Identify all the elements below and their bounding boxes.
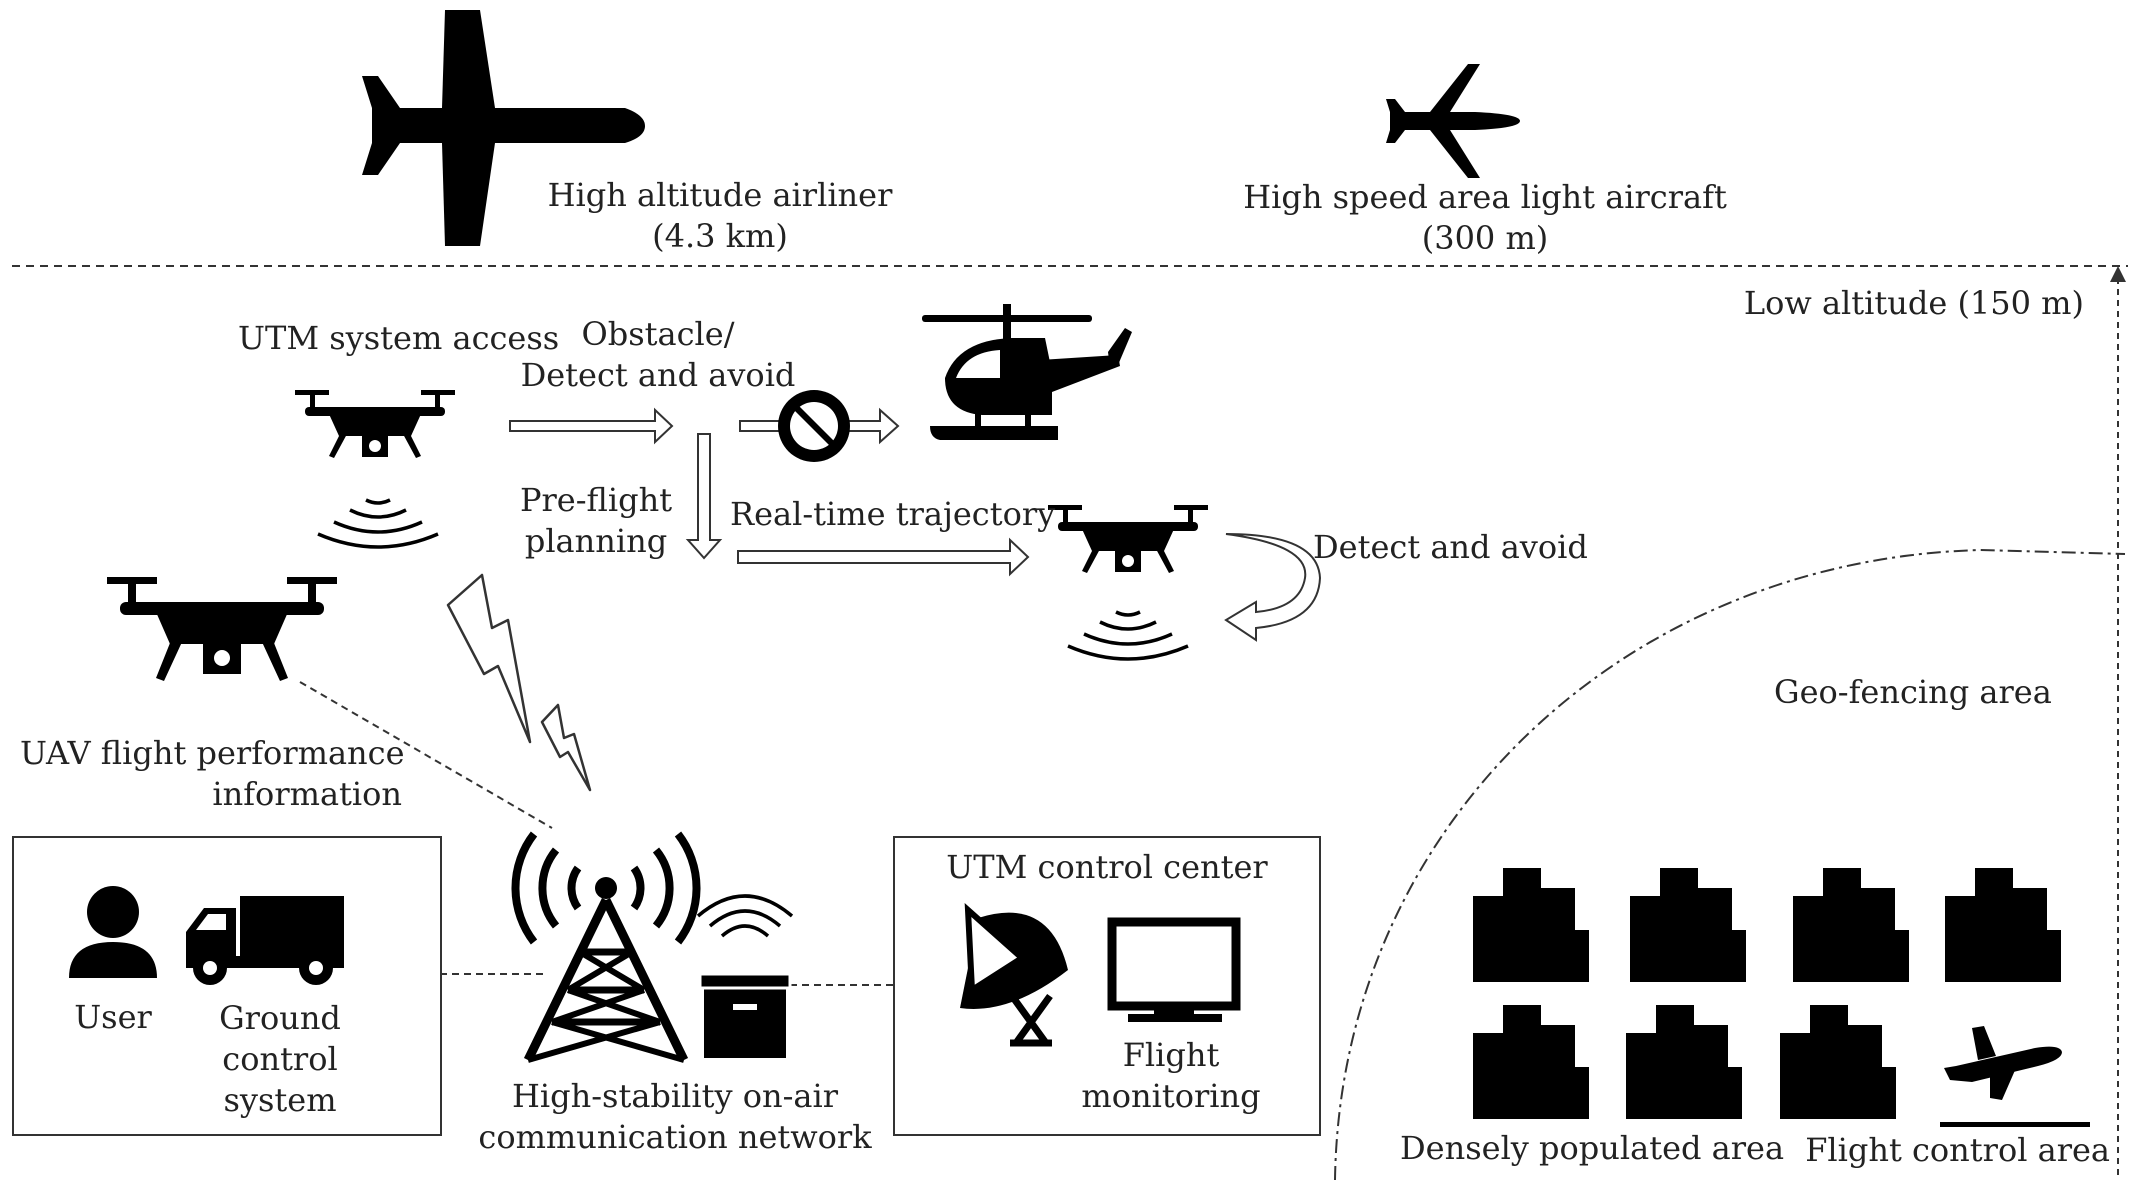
- detect-avoid-label: Detect and avoid: [1313, 528, 1588, 566]
- ground-control-label-line2: control: [222, 1040, 338, 1078]
- airliner-label-altitude: (4.3 km): [652, 217, 788, 255]
- preflight-label-line1: Pre-flight: [519, 481, 673, 519]
- ground-station-box: [12, 836, 442, 1136]
- arrow-to-obstacle: [509, 407, 674, 445]
- monitor-icon: [1107, 917, 1241, 1022]
- user-icon: [69, 886, 157, 978]
- ground-control-label-line3: system: [223, 1081, 337, 1119]
- avoid-curved-arrow: [1224, 533, 1322, 642]
- utm-control-center-label: UTM control center: [946, 848, 1268, 886]
- drone-icon-top: [295, 390, 455, 458]
- drone-icon-large: [107, 577, 337, 681]
- takeoff-plane-icon: [1940, 1026, 2090, 1127]
- utm-control-center-box: [893, 836, 1321, 1136]
- satellite-dish-icon: [960, 903, 1068, 1047]
- densely-populated-label: Densely populated area: [1400, 1129, 1785, 1167]
- flight-control-area-label: Flight control area: [1805, 1131, 2110, 1169]
- ground-control-label-line1: Ground: [219, 999, 341, 1037]
- obstacle-label-line2: Detect and avoid: [520, 356, 796, 394]
- uav-performance-label-line1: UAV flight performance: [20, 734, 405, 772]
- helicopter-icon: [922, 304, 1132, 440]
- utm-access-label: UTM system access: [238, 319, 560, 357]
- signal-waves-right: [1066, 610, 1190, 661]
- flight-monitoring-label-line1: Flight: [1122, 1036, 1220, 1074]
- flight-monitoring-label-line2: monitoring: [1081, 1077, 1261, 1115]
- arrow-preflight-down: [685, 433, 723, 560]
- light-aircraft-label-name: High speed area light aircraft: [1243, 178, 1727, 216]
- arrow-realtime: [737, 537, 1030, 577]
- uav-performance-label-line2: information: [212, 775, 402, 813]
- realtime-trajectory-label: Real-time trajectory: [730, 495, 1056, 533]
- light-aircraft-label-altitude: (300 m): [1421, 219, 1549, 257]
- transceiver-box-icon: [696, 894, 794, 1058]
- lightning-icon: [446, 573, 592, 792]
- airliner-label-name: High altitude airliner: [547, 176, 893, 214]
- preflight-label-line2: planning: [524, 522, 668, 560]
- drone-icon-right: [1048, 505, 1208, 573]
- user-label: User: [74, 998, 152, 1036]
- truck-icon: [186, 896, 344, 985]
- light-aircraft-icon: [1386, 64, 1520, 178]
- radio-tower-icon: [511, 831, 701, 1063]
- airliner-icon: [362, 10, 645, 246]
- signal-waves-top: [316, 498, 440, 549]
- geofencing-label: Geo-fencing area: [1774, 673, 2052, 711]
- obstacle-label-line1: Obstacle/: [581, 315, 735, 353]
- network-label-line2: communication network: [478, 1118, 872, 1156]
- network-label-line1: High-stability on-air: [512, 1077, 838, 1115]
- no-entry-icon: [778, 390, 850, 462]
- low-altitude-label: Low altitude (150 m): [1743, 284, 2084, 322]
